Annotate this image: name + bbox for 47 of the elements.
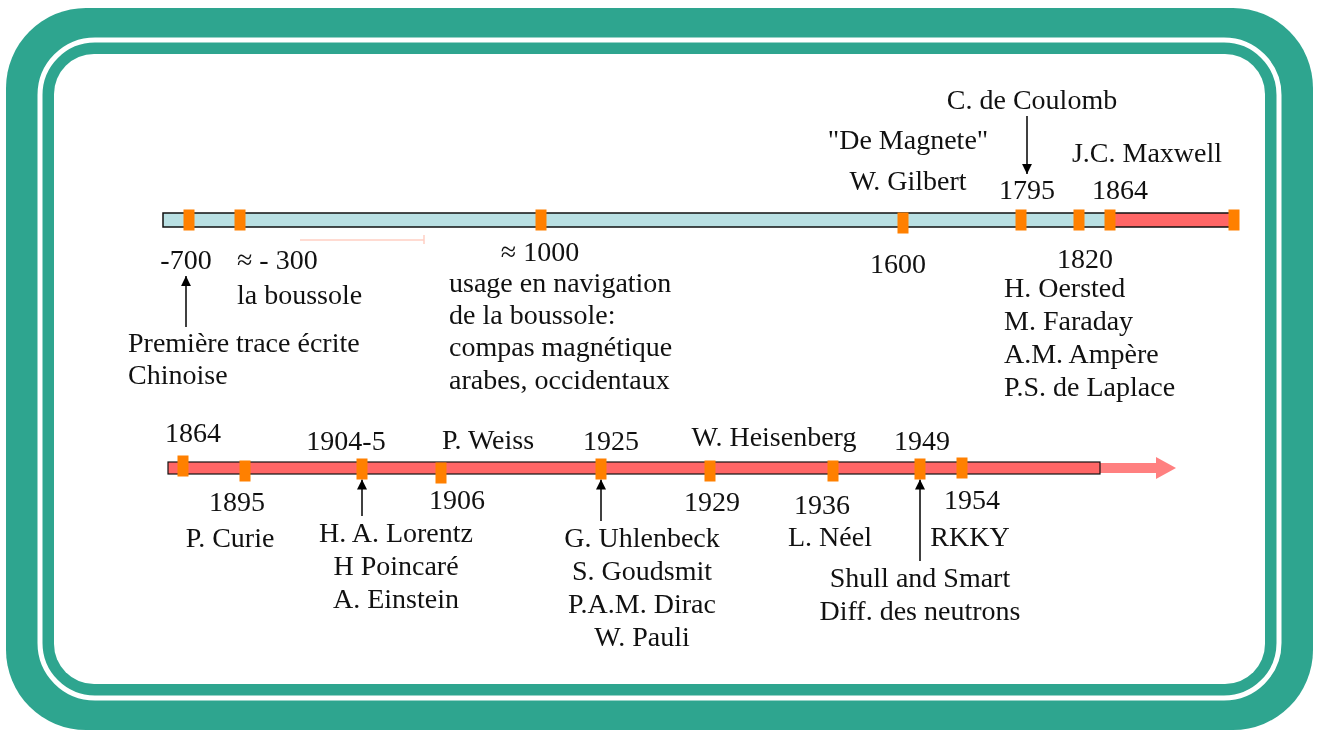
timeline-label: M. Faraday xyxy=(1004,304,1134,338)
timeline-label: W. Gilbert xyxy=(849,164,967,198)
timeline-label: 1936 xyxy=(794,488,850,522)
tick-marker xyxy=(356,458,368,480)
timeline-label: usage en navigation de la boussole: compas magnétique arabes, occidentaux xyxy=(449,267,674,396)
timeline-label: 1864 xyxy=(1092,173,1148,207)
timeline-label: P.S. de Laplace xyxy=(1004,370,1176,404)
timeline-label: 1929 xyxy=(684,485,740,519)
timeline-label: "De Magnete" xyxy=(827,123,989,157)
timeline-label: 1904-5 xyxy=(306,424,386,458)
timeline-label: P. Weiss xyxy=(441,423,535,457)
timeline-label: P. Curie xyxy=(185,521,275,555)
timeline-label: L. Néel xyxy=(788,520,872,554)
timeline-label: la boussole xyxy=(237,278,363,312)
timeline-label: 1864 xyxy=(165,416,221,450)
timeline-label: -700 xyxy=(160,243,212,277)
tick-marker xyxy=(914,458,926,480)
timeline-label: Première trace écrite Chinoise xyxy=(128,327,408,392)
timeline-label: ≈ 1000 xyxy=(500,235,580,269)
name-label: S. Goudsmit xyxy=(571,554,713,587)
arrow xyxy=(181,275,191,328)
timeline-label: 1954 xyxy=(944,483,1000,517)
timeline-label: 1925 xyxy=(583,424,639,458)
arrow xyxy=(596,478,606,522)
timeline-label: J.C. Maxwell xyxy=(1071,136,1223,170)
timeline-label: 1949 xyxy=(894,424,950,458)
timeline-label: RKKY xyxy=(930,520,1010,554)
arrow xyxy=(915,478,925,562)
name-label: W. Pauli xyxy=(593,620,691,653)
tick-marker xyxy=(595,458,607,480)
timeline-label: 1600 xyxy=(870,247,926,281)
arrow xyxy=(357,478,367,517)
name-label: A. Einstein xyxy=(332,582,460,615)
name-label: G. Uhlenbeck xyxy=(564,521,720,554)
name-label: Diff. des neutrons xyxy=(819,594,1021,627)
timeline-label: C. de Coulomb xyxy=(946,83,1118,117)
timeline-label: 1906 xyxy=(429,483,485,517)
name-label: H. A. Lorentz xyxy=(319,516,473,549)
timeline-label: 1895 xyxy=(209,485,265,519)
name-label: Shull and Smart xyxy=(828,561,1012,594)
timeline-label: ≈ - 300 xyxy=(237,243,318,277)
name-label: P.A.M. Dirac xyxy=(567,587,717,620)
name-label: H Poincaré xyxy=(332,549,460,582)
timeline-label: W. Heisenberg xyxy=(691,420,857,454)
timeline-label: 1795 xyxy=(999,173,1055,207)
timeline-label: A.M. Ampère xyxy=(1004,337,1159,371)
arrow xyxy=(1022,115,1032,175)
